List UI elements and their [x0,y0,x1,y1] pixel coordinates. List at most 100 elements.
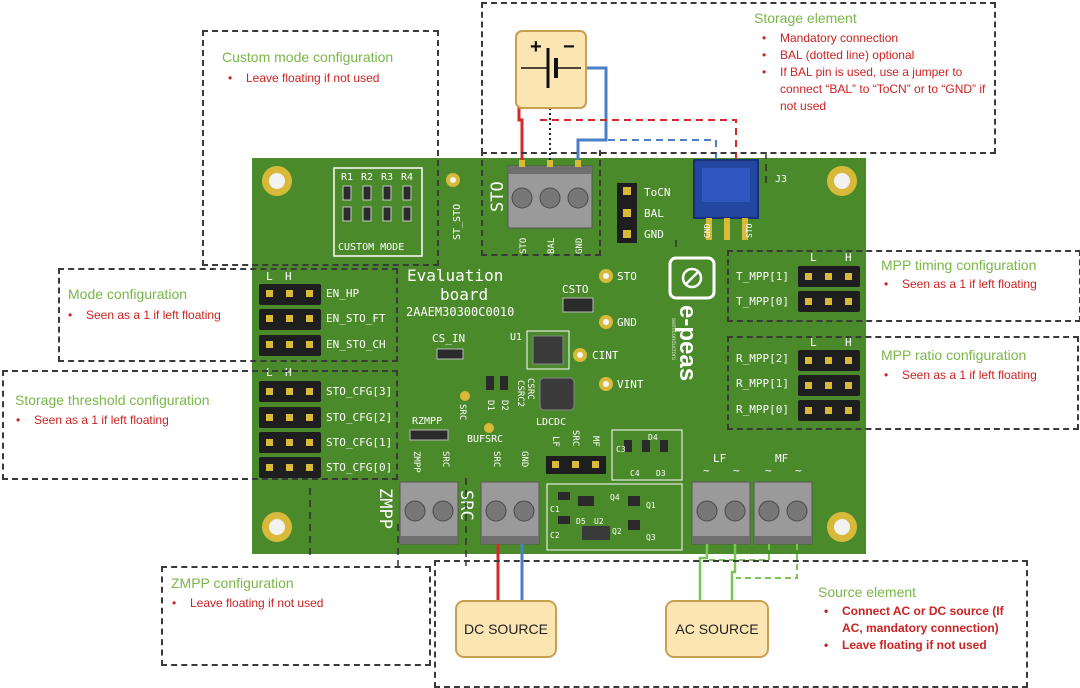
silk-r-mpp-2: R_MPP[2] [736,352,789,365]
callout-timing-list: Seen as a 1 if left floating [878,276,1037,293]
wire-j3-red-dashed [540,119,737,160]
silk-zmpp-pin: ZMPP [411,451,421,473]
silk-t-mpp-0: T_MPP[0] [736,295,789,308]
callout-mpp-ratio [727,336,1079,430]
silk-sto-big: STO [488,181,508,212]
silk-d4: D4 [648,433,658,442]
tp-gnd [599,315,613,329]
silk-d5: D5 [576,517,586,526]
silk-q1: Q1 [646,501,656,510]
battery-plus: + [530,36,542,58]
battery-icon: + − [515,30,587,109]
st-sto-testpoint [446,173,460,187]
silk-sto-cfg-2: STO_CFG[2] [326,411,392,424]
silk-cs-in: CS_IN [432,332,465,345]
silk-sto-pin-gnd: GND [575,238,585,254]
silk-lf: LF [713,452,726,465]
callout-source-item-2: Leave floating if not used [818,637,1018,654]
silk-mode-h: H [285,270,292,283]
silk-d2: D2 [499,400,509,411]
silk-en-sto-ft: EN_STO_FT [326,312,386,325]
silk-st-sto: ST_STO [452,204,463,240]
callout-zmpp-item: Leave floating if not used [166,595,323,612]
silk-bufsrc: BUFSRC [467,434,503,445]
silk-tp-cint: CINT [592,349,619,362]
callout-source-list: Connect AC or DC source (If AC, mandator… [818,603,1018,654]
silk-ratio-h: H [845,336,852,349]
callout-zmpp-list: Leave floating if not used [166,595,323,612]
callout-timing-title: MPP timing configuration [881,257,1037,273]
silk-c3: C3 [616,445,626,454]
silk-sto-pin-bal: BAL [547,238,557,254]
ratio-header [798,350,860,421]
svg-text:~: ~ [703,464,710,477]
callout-custom-item: Leave floating if not used [222,70,379,87]
silk-c2: C2 [550,531,560,540]
callout-source-title: Source element [818,584,917,600]
wire-ac-mf-dashed-2 [736,544,798,579]
callout-storage-item-2: BAL (dotted line) optional [756,47,986,64]
silk-r2: R2 [361,172,373,183]
silk-tocn: ToCN [644,186,671,199]
silk-src-small: SRC [570,430,580,446]
callout-zmpp-title: ZMPP configuration [171,575,294,591]
silk-c1: C1 [550,505,560,514]
silk-mf: MF [775,452,788,465]
silk-r3: R3 [381,172,393,183]
silk-d1: D1 [485,400,495,411]
threshold-header [259,381,321,478]
silk-rzmpp: RZMPP [412,416,442,427]
callout-storage-list: Mandatory connection BAL (dotted line) o… [756,30,986,115]
silk-timing-l: L [810,251,817,264]
mf-terminal-block [753,481,813,545]
wire-ac-2 [730,544,737,602]
silk-r-mpp-0: R_MPP[0] [736,403,789,416]
callout-timing-item: Seen as a 1 if left floating [878,276,1037,293]
silk-r4: R4 [401,172,413,183]
silk-src-pin: SRC [491,451,501,467]
custom-mode-resistors [342,185,412,222]
ac-source-box: AC SOURCE [665,600,769,658]
j3-connector [693,159,759,240]
silk-csrc2: CSRC2 [515,380,525,407]
silk-u2: U2 [594,517,604,526]
tp-sto [599,269,613,283]
ldcdc-inductor [539,377,575,411]
callout-threshold-title: Storage threshold configuration [15,392,210,408]
silk-j3-sto: STO [745,223,754,238]
silk-u1: U1 [510,332,522,343]
silk-j3: J3 [775,174,787,185]
board-title-line2: board [440,285,488,304]
silk-q2: Q2 [612,527,622,536]
timing-header [798,266,860,312]
cs-in-capacitor [436,348,464,360]
callout-storage-item-1: Mandatory connection [756,30,986,47]
callout-threshold [2,370,398,480]
callout-custom-list: Leave floating if not used [222,70,379,87]
board-part-number: 2AAEM30300C0010 [406,305,514,319]
silk-lf-small: LF [550,436,560,447]
silk-sto-cfg-0: STO_CFG[0] [326,461,392,474]
mounting-hole-tl [262,166,292,196]
silk-csto: CSTO [562,283,589,296]
callout-mode-list: Seen as a 1 if left floating [62,307,221,324]
silk-tp-vint: VINT [617,378,644,391]
silk-ratio-l: L [810,336,817,349]
silk-cfg-h: H [285,366,292,379]
lf-terminal-block [691,481,751,545]
wire-ac-1 [698,544,709,602]
silk-ldcdc: LDCDC [536,417,566,428]
callout-ratio-item: Seen as a 1 if left floating [878,367,1037,384]
rzmpp-resistor [409,429,449,441]
brand-text: e-peas [674,305,701,381]
mounting-hole-bl [262,512,292,542]
u1-chip [532,335,564,365]
silk-mode-l: L [266,270,273,283]
callout-threshold-item: Seen as a 1 if left floating [10,412,169,429]
silk-r-mpp-1: R_MPP[1] [736,377,789,390]
silk-r1: R1 [341,172,353,183]
silk-gnd-bal: GND [644,228,664,241]
mode-header [259,284,321,356]
silk-tp-gnd: GND [617,316,637,329]
